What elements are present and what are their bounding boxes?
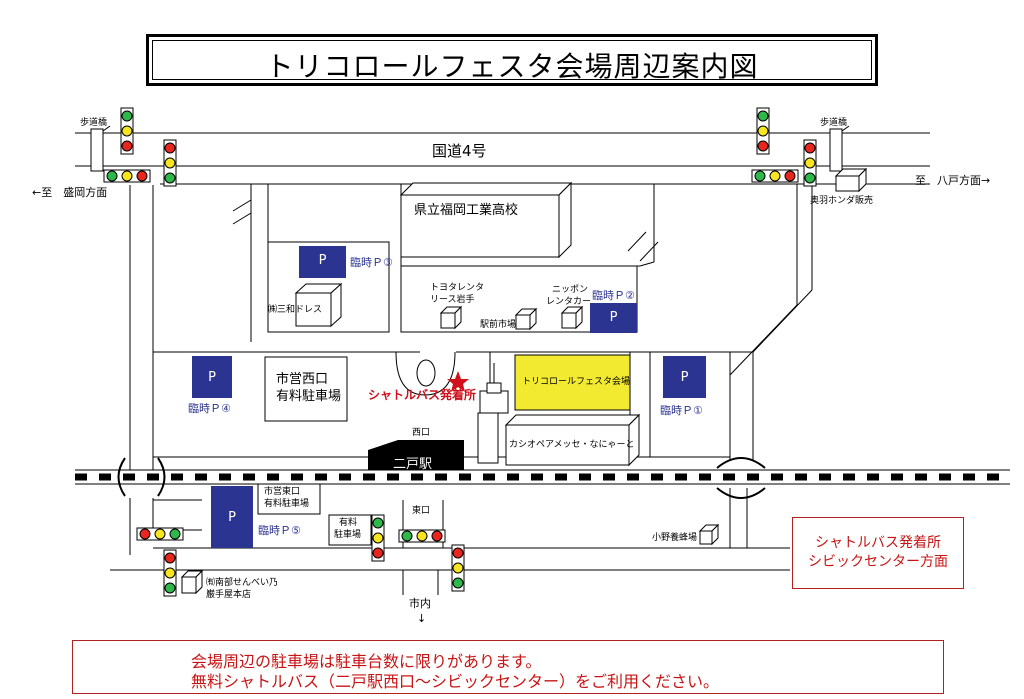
underpass-right (716, 457, 766, 499)
east-lot-label-1: 市営東口 (264, 487, 301, 497)
traffic-light-h3 (136, 527, 184, 541)
sanwa-building (294, 282, 343, 328)
parking-p1-label: 臨時Ｐ① (660, 404, 703, 417)
shuttle-box-line2: シビックセンター方面 (808, 554, 948, 570)
parking-p4-symbol: P (208, 370, 216, 385)
venue-label: トリコロールフェスタ会場 (522, 377, 631, 387)
nippon-label-1: ニッポン (552, 285, 589, 295)
parking-p2-symbol: P (609, 310, 618, 325)
traffic-light-h2 (751, 169, 799, 183)
parking-p3-marker (299, 246, 346, 278)
station-building (368, 440, 464, 470)
casio-label: カシオペアメッセ・なにゃーと (509, 440, 635, 450)
traffic-light-v4 (803, 139, 817, 187)
parking-p1-marker (663, 356, 706, 398)
small-building-ono (698, 523, 720, 546)
toyota-label-1: トヨタレンタ (430, 283, 485, 293)
parking-p3-label: 臨時Ｐ③ (350, 256, 393, 269)
parking-p4-marker (192, 356, 232, 398)
ono-label: 小野養蜂場 (652, 533, 698, 543)
parking-p2-marker (590, 303, 637, 333)
traffic-light-h4 (398, 529, 446, 543)
okuha-label: 奥羽ホンダ販売 (810, 196, 874, 206)
parking-p1-symbol: P (680, 370, 689, 385)
west-lot-label-2: 有料駐車場 (276, 389, 342, 404)
parking-p2-label: 臨時Ｐ② (592, 289, 635, 302)
notice-line1: 会場周辺の駐車場は駐車台数に限りがあります。 (191, 652, 542, 671)
traffic-light-v2 (163, 139, 177, 187)
traffic-light-v6 (451, 544, 465, 592)
station-label: 二戸駅 (393, 457, 433, 472)
parking-p3-symbol: P (318, 253, 327, 268)
shuttle-origin-label: シャトルバス発着所 (368, 388, 477, 402)
to-city-arrow: ↓ (417, 612, 427, 625)
nippon-label-2: レンタカー (546, 297, 592, 307)
small-building-okuha (834, 167, 868, 193)
small-building-nanbu (180, 569, 204, 595)
to-morioka-label: ←至 盛岡方面 (32, 186, 108, 199)
small-building-ekimae (514, 307, 538, 331)
page-title: トリコロールフェスタ会場周辺案内図 (265, 50, 759, 83)
toyota-label-2: リース岩手 (430, 295, 475, 305)
footbridge-right (829, 125, 850, 172)
footbridge-left-label: 歩道橋 (80, 118, 108, 128)
west-exit-label: 西口 (412, 428, 431, 438)
shuttle-destination-box: シャトルバス発着所 シビックセンター方面 (792, 517, 964, 589)
west-lot-label-1: 市営西口 (276, 372, 329, 387)
casio-building (504, 413, 641, 467)
station-tower (477, 363, 509, 464)
route4-road (75, 132, 930, 185)
parking-p5-marker (211, 486, 253, 548)
railway (75, 469, 1010, 485)
traffic-light-v1 (120, 107, 134, 155)
east-exit-label: 東口 (412, 506, 431, 516)
notice-box: 会場周辺の駐車場は駐車台数に限りがあります。 無料シャトルバス（二戸駅西口～シビ… (72, 640, 944, 694)
nanbu-label-2: 巌手屋本店 (206, 590, 252, 600)
nanbu-label-1: ㈲南部せんべい乃 (206, 578, 279, 588)
traffic-light-v3 (756, 107, 770, 155)
traffic-light-v7 (163, 549, 177, 597)
sanwa-label: ㈱三和ドレス (268, 305, 323, 315)
traffic-light-h1 (103, 169, 151, 183)
shuttle-stop-star (447, 371, 469, 392)
parking-p4-label: 臨時Ｐ④ (188, 402, 231, 415)
small-building-nippon (560, 305, 584, 330)
school-label: 県立福岡工業高校 (414, 203, 519, 218)
school-building (399, 181, 573, 259)
parking-markers (192, 246, 706, 548)
small-building-toyota (439, 305, 463, 330)
footbridge-right-label: 歩道橋 (820, 118, 848, 128)
parking-p5-label: 臨時Ｐ⑤ (258, 524, 301, 537)
title-frame: トリコロールフェスタ会場周辺案内図 (146, 34, 878, 86)
ekimae-label: 駅前市場 (480, 320, 517, 330)
parking-p5-symbol: P (228, 510, 236, 525)
lower-roads (110, 483, 790, 595)
underpass-left (117, 457, 166, 497)
east-lot-label-2: 有料駐車場 (264, 499, 310, 509)
paid-lot-label-2: 駐車場 (334, 530, 362, 540)
venue-building (514, 354, 631, 411)
traffic-lights (103, 107, 817, 597)
paid-lot-label-1: 有料 (339, 518, 358, 528)
traffic-light-v5 (371, 514, 385, 562)
footbridge-left (90, 125, 111, 172)
shuttle-box-line1: シャトルバス発着所 (815, 535, 941, 551)
notice-line2: 無料シャトルバス（二戸駅西口～シビックセンター）をご利用ください。 (191, 672, 720, 691)
to-city-label: 市内 (409, 597, 431, 610)
left-vertical-road (129, 185, 154, 555)
route4-label: 国道4号 (432, 142, 487, 160)
to-hachinohe-label: 至 八戸方面→ (915, 174, 991, 187)
